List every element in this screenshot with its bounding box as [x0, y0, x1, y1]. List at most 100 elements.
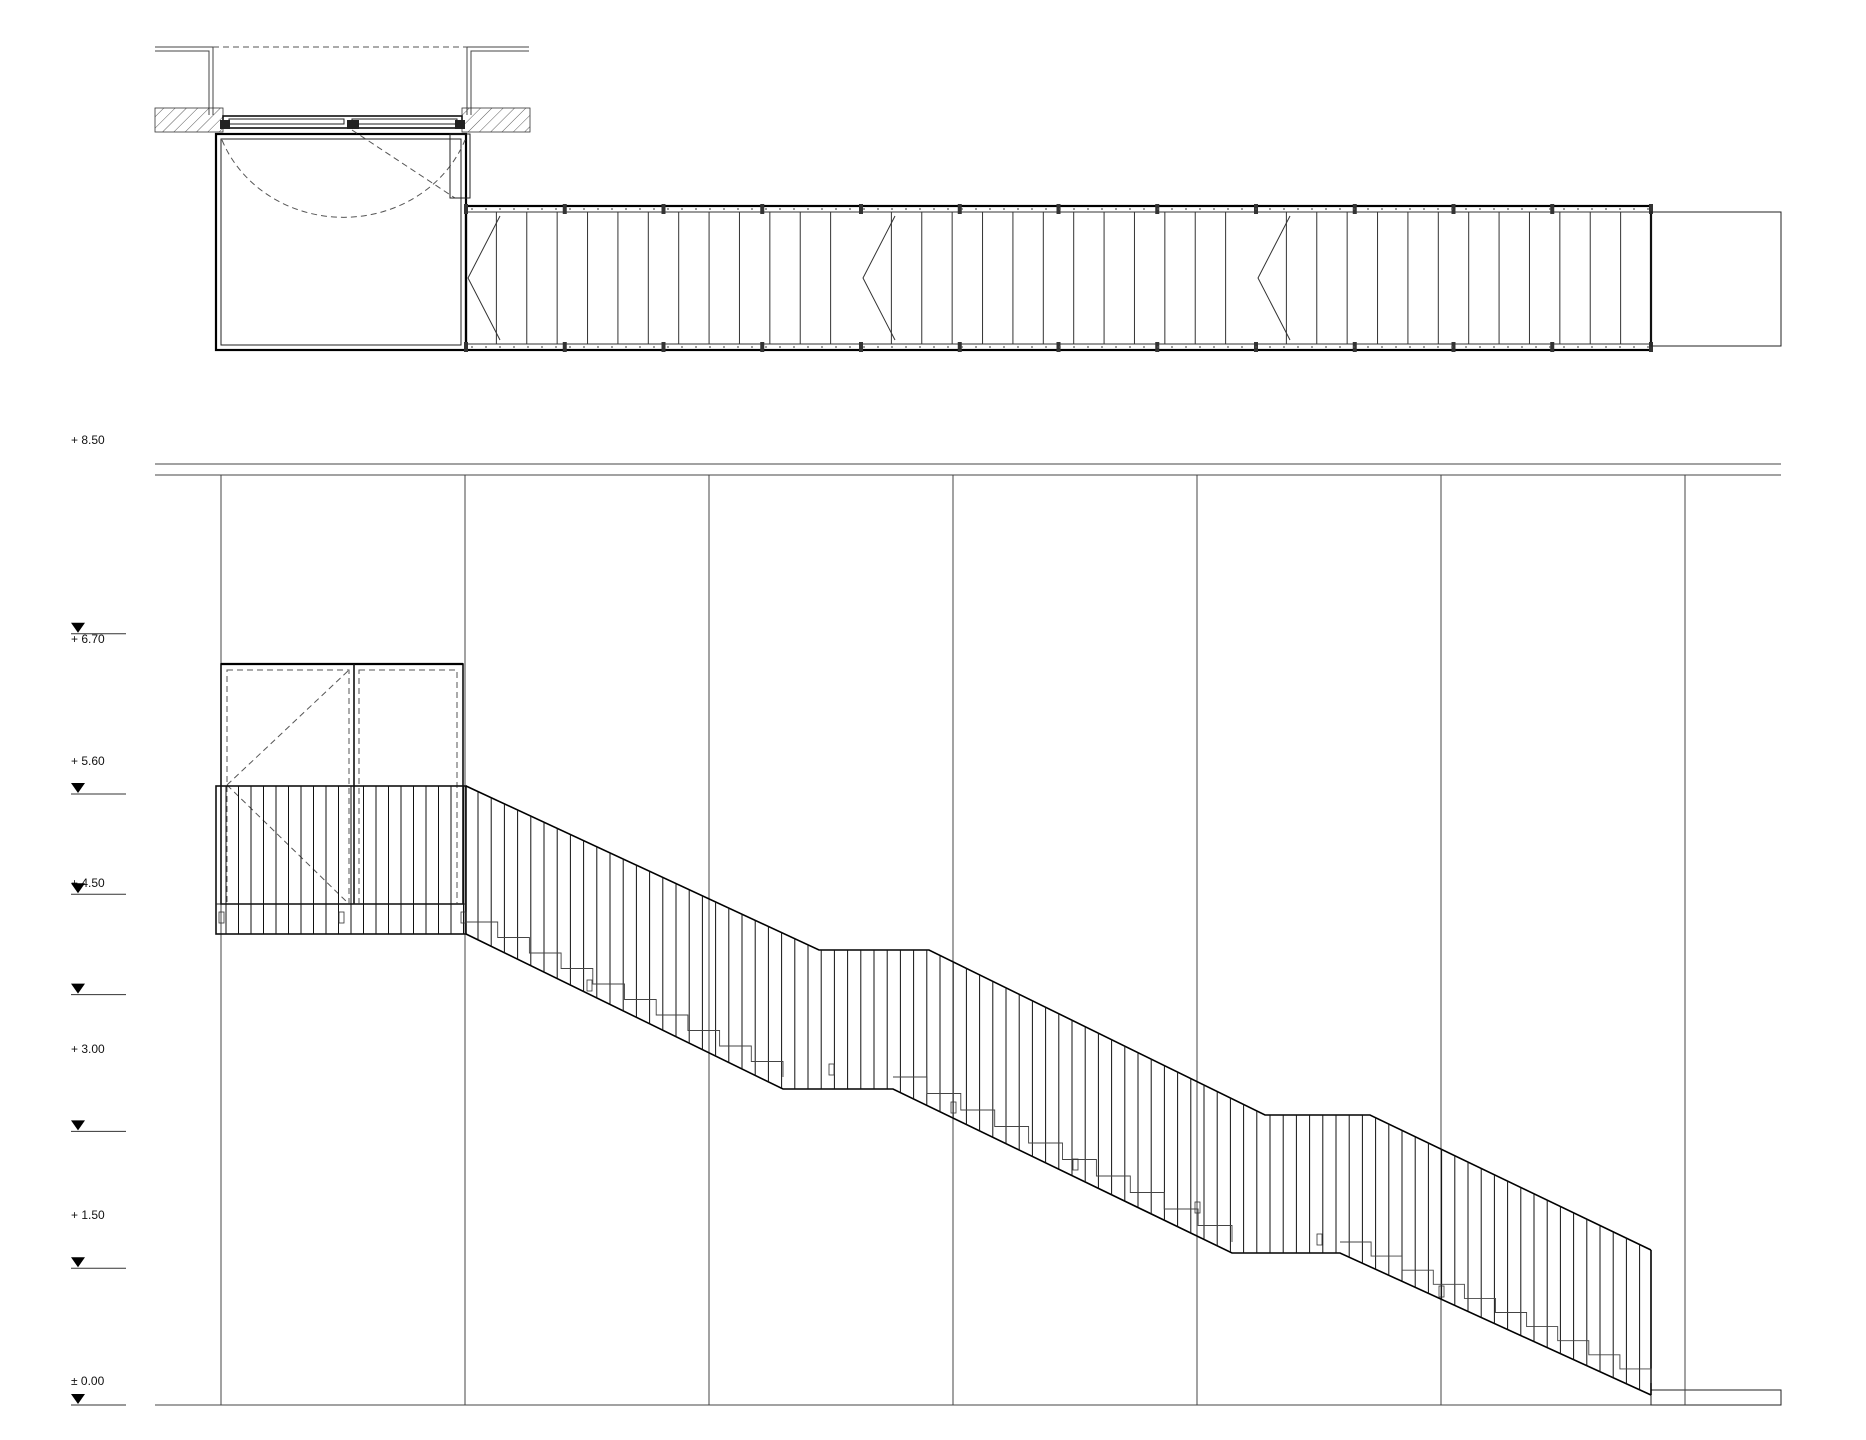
plan-post-marker	[1649, 204, 1653, 214]
plan-rail-dot	[555, 346, 557, 348]
post-bracket	[828, 1063, 835, 1076]
plan-rail-dot	[835, 208, 837, 210]
plan-rail-dot	[1227, 208, 1229, 210]
plan-rail-dot	[1227, 346, 1229, 348]
plan-rail-dot	[1465, 208, 1467, 210]
landing-balustrade	[215, 785, 467, 935]
plan-rail-dot	[1507, 346, 1509, 348]
plan-rail-dot	[1143, 346, 1145, 348]
plan-rail-dot	[1521, 208, 1523, 210]
plan-rail-dot	[891, 346, 893, 348]
plan-rail-dot	[919, 208, 921, 210]
plan-rail-dot	[583, 346, 585, 348]
plan-rail-dot	[1185, 346, 1187, 348]
plan-rail-dot	[723, 208, 725, 210]
plan-rail-dot	[667, 208, 669, 210]
plan-rail-dot	[989, 208, 991, 210]
plan-rail-dot	[1073, 208, 1075, 210]
plan-rail-dot	[933, 208, 935, 210]
post-bracket	[1194, 1201, 1201, 1214]
level-label: + 1.50	[71, 1208, 105, 1222]
plan-post-marker	[1550, 342, 1555, 352]
plan-post-marker	[957, 342, 962, 352]
plan-rail-dot	[485, 208, 487, 210]
plan-rail-dot	[1367, 208, 1369, 210]
plan-rail-dot	[625, 208, 627, 210]
level-triangle	[71, 883, 85, 894]
step-profile	[893, 1076, 1233, 1242]
plan-rail-dot	[1297, 208, 1299, 210]
plan-stair-run	[464, 204, 1653, 352]
plan-rail-dot	[695, 346, 697, 348]
plan-post-marker	[562, 342, 567, 352]
plan-rail-dot	[1017, 208, 1019, 210]
level-triangle	[71, 782, 85, 793]
plan-rail-dot	[1563, 346, 1565, 348]
plan-rail-dot	[1577, 346, 1579, 348]
plan-rail-dot	[681, 208, 683, 210]
plan-rail-dot	[1493, 346, 1495, 348]
plan-rail-dot	[1619, 346, 1621, 348]
plan-rail-dot	[1311, 346, 1313, 348]
plan-rail-dot	[1353, 208, 1355, 210]
plan-wall-hatch-right	[461, 107, 531, 133]
plan-rail-dot	[1255, 346, 1257, 348]
plan-rail-dot	[1241, 346, 1243, 348]
post-bracket	[1316, 1233, 1323, 1246]
plan-rail-dot	[1101, 208, 1103, 210]
plan-rail-dot	[1031, 208, 1033, 210]
plan-rail-dot	[1325, 208, 1327, 210]
plan-rail-dot	[667, 346, 669, 348]
stair-balustrade	[218, 785, 1652, 1396]
plan-post-marker	[1649, 342, 1653, 352]
plan-rail-dot	[1059, 208, 1061, 210]
plan-rail-dot	[1633, 208, 1635, 210]
plan-rail-dot	[1339, 346, 1341, 348]
plan-rail-dot	[541, 346, 543, 348]
post-bracket	[950, 1101, 957, 1114]
plan-rail-dot	[1031, 346, 1033, 348]
plan-rail-dot	[1311, 208, 1313, 210]
level-label: + 6.70	[71, 632, 105, 646]
plan-rail-dot	[1465, 346, 1467, 348]
plan-rail-dot	[1045, 346, 1047, 348]
plan-rail-dot	[1045, 208, 1047, 210]
plan-rail-dot	[1185, 208, 1187, 210]
plan-rail-dot	[1423, 346, 1425, 348]
plan-rail-dot	[1535, 208, 1537, 210]
plan-wall-outline	[155, 46, 529, 115]
columns	[220, 475, 1686, 1405]
plan-end-block	[1650, 211, 1782, 347]
plan-post-marker	[760, 342, 765, 352]
plan-rail-dot	[471, 346, 473, 348]
level-triangle	[71, 1394, 85, 1404]
plan-rail-dot	[1157, 346, 1159, 348]
plan-rail-dot	[1409, 346, 1411, 348]
plan-rail-dot	[1171, 346, 1173, 348]
ground-end-block	[1650, 1389, 1782, 1406]
plan-rail-dot	[1325, 346, 1327, 348]
plan-rail-dot	[751, 346, 753, 348]
plan-rail-dot	[1563, 208, 1565, 210]
plan-rail-dot	[1479, 208, 1481, 210]
post-bracket	[460, 911, 467, 924]
plan-rail-dot	[541, 208, 543, 210]
plan-rail-dot	[583, 208, 585, 210]
plan-post-marker	[760, 204, 765, 214]
plan-rail-dot	[499, 208, 501, 210]
plan-rail-dot	[513, 346, 515, 348]
stair-plan-view	[154, 46, 1782, 352]
step-profile	[466, 921, 784, 1077]
plan-rail-dot	[821, 208, 823, 210]
plan-rail-dot	[737, 346, 739, 348]
post-bracket	[586, 979, 593, 992]
plan-rail-dot	[1535, 346, 1537, 348]
plan-rail-dot	[793, 346, 795, 348]
plan-rail-dot	[1269, 346, 1271, 348]
plan-rail-dot	[1003, 346, 1005, 348]
plan-rail-dot	[891, 208, 893, 210]
plan-rail-dot	[709, 208, 711, 210]
plan-rail-dot	[793, 208, 795, 210]
plan-rail-dot	[1269, 208, 1271, 210]
plan-rail-dot	[1115, 346, 1117, 348]
